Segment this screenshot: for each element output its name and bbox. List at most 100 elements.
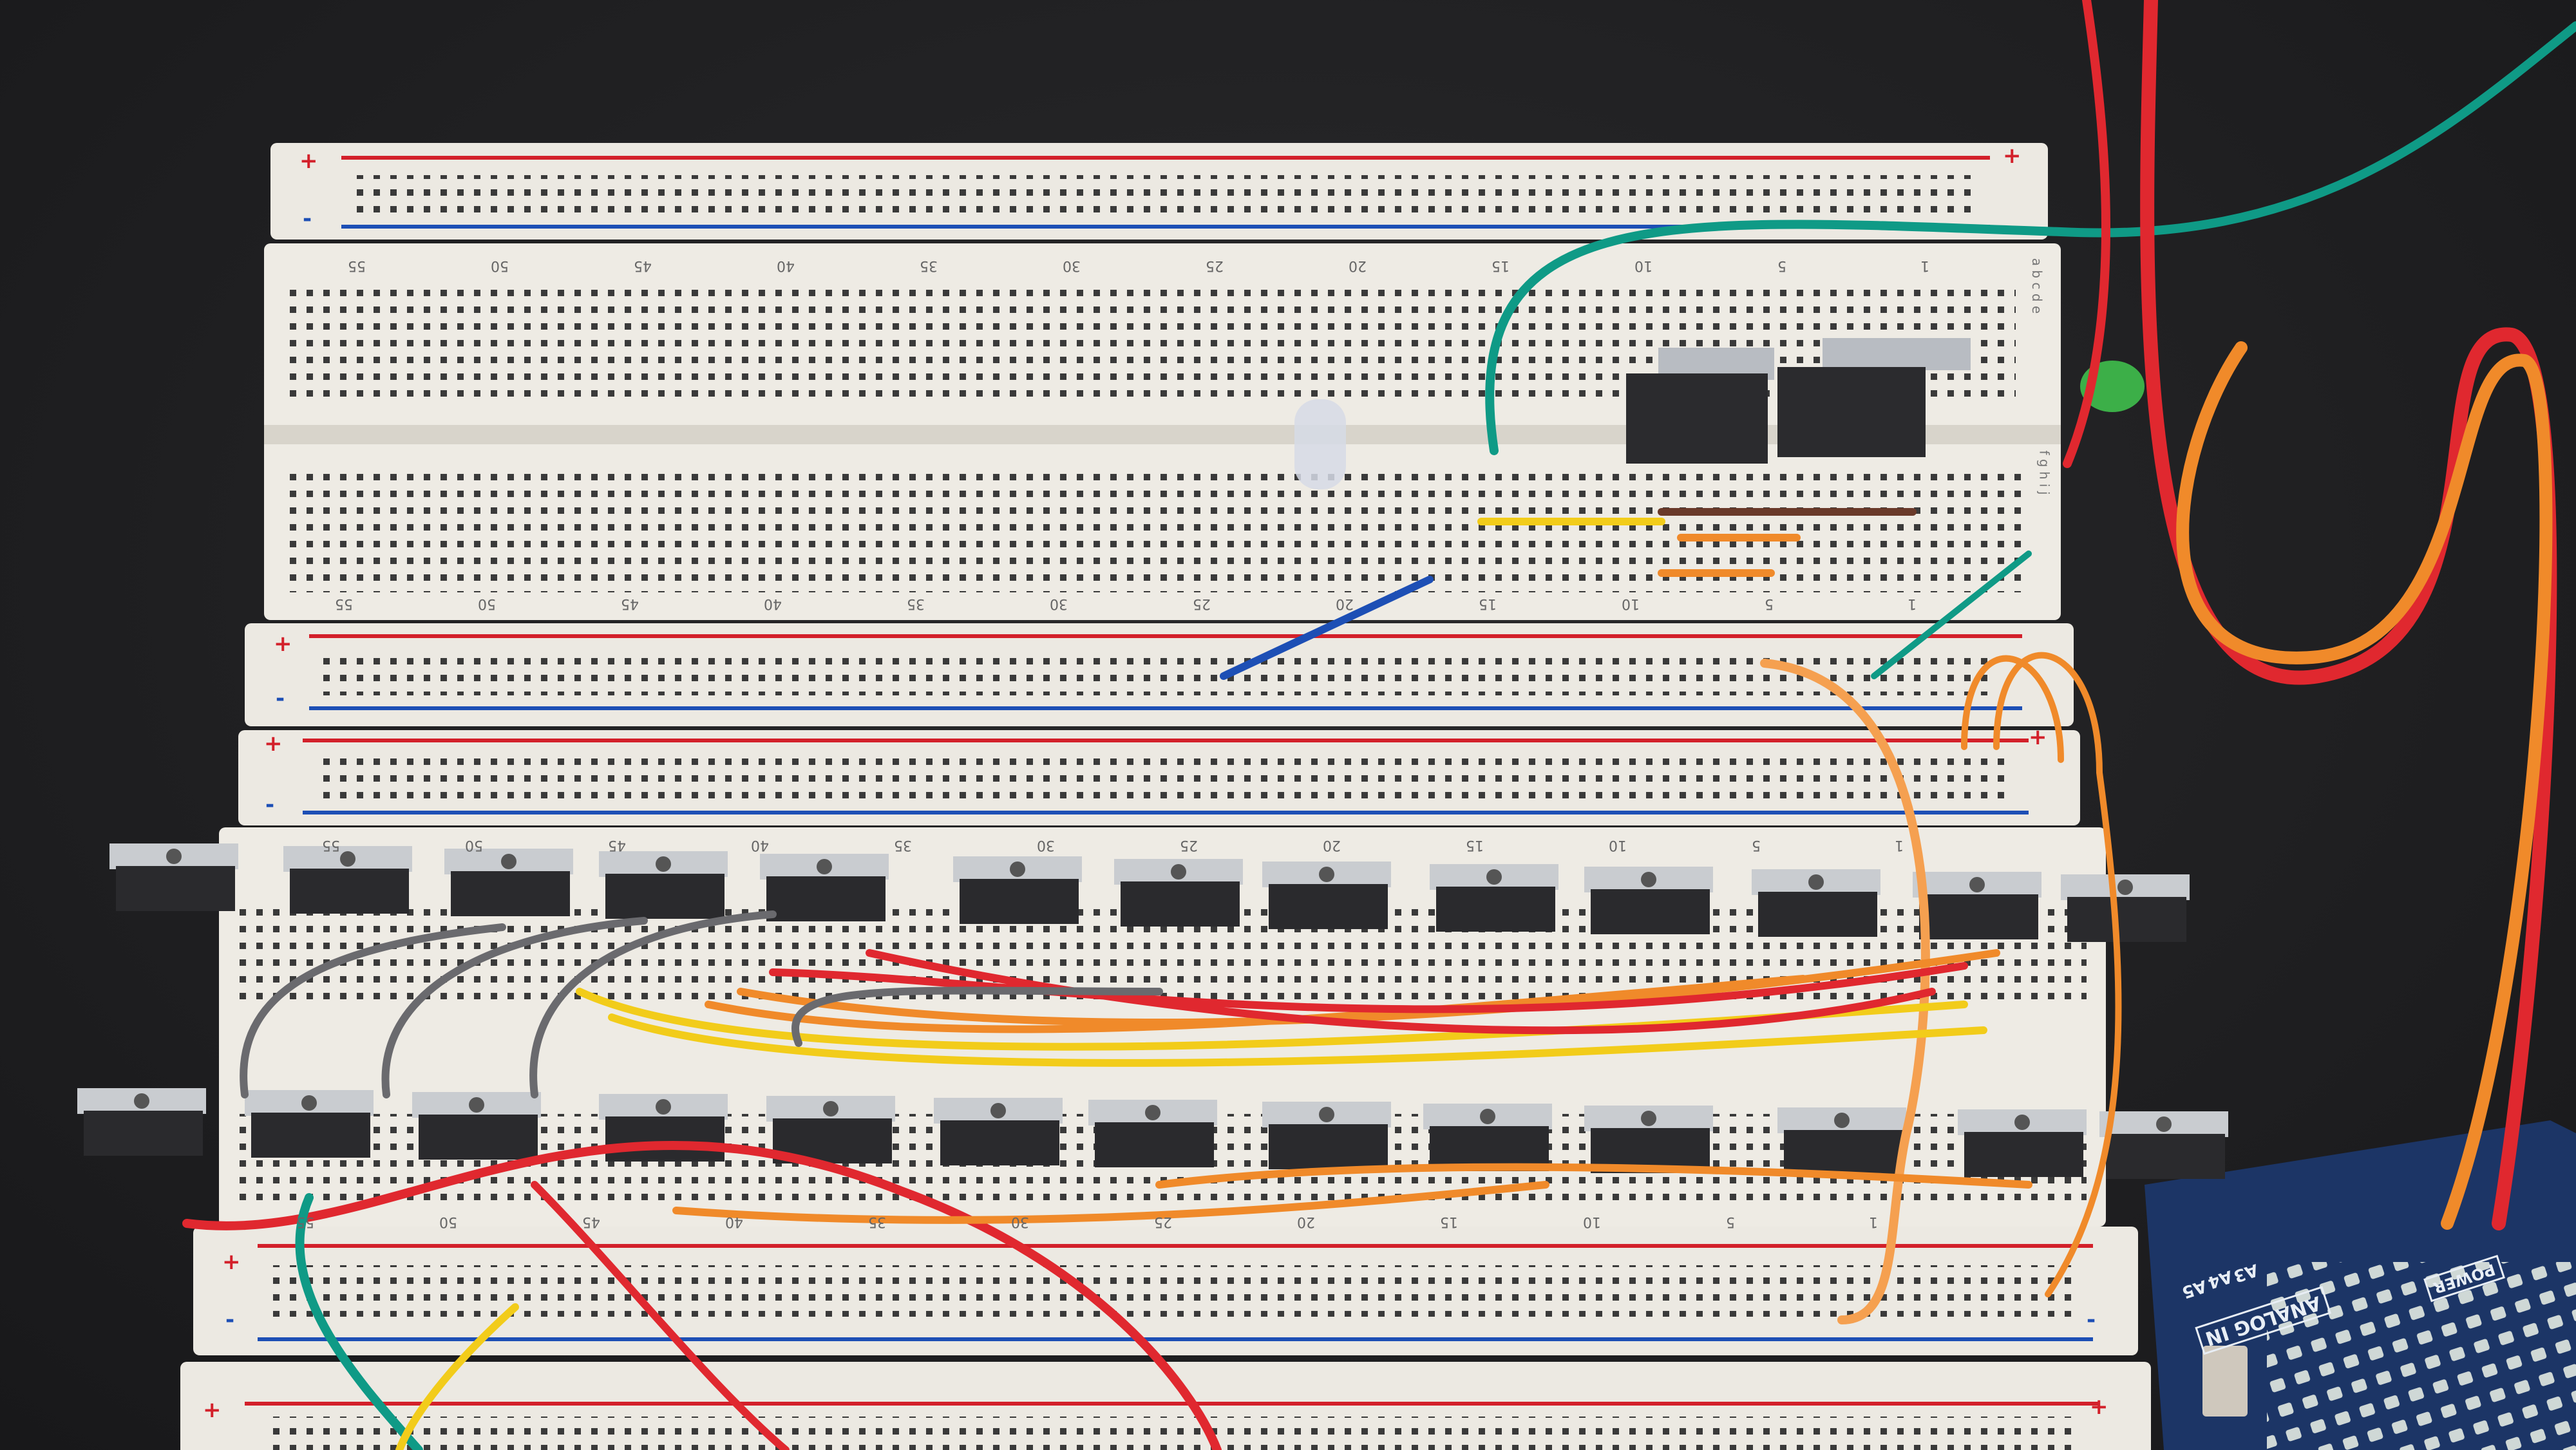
row-letter: c: [2029, 282, 2045, 290]
regulator-part: [251, 1113, 370, 1158]
column-number: 30: [1063, 258, 1081, 274]
connector: [2202, 1346, 2248, 1417]
column-number: 45: [608, 837, 626, 853]
top-power-rail: [270, 143, 2048, 240]
regulator-part: [1436, 887, 1555, 932]
column-number: 20: [1323, 837, 1341, 853]
regulator-row-1: [109, 843, 2190, 942]
column-number: 55: [322, 837, 340, 853]
column-number: 45: [582, 1214, 600, 1230]
column-number: 35: [894, 837, 912, 853]
regulator-part: [1171, 864, 1186, 880]
column-number: 50: [465, 837, 483, 853]
row-letter: h: [2036, 471, 2052, 480]
regulator-part: [134, 1093, 149, 1109]
column-number: 50: [491, 258, 509, 274]
orange-long-wire: [1760, 659, 1930, 1324]
column-number: 5: [1752, 837, 1761, 853]
column-number: 55: [296, 1214, 314, 1230]
regulator-part: [990, 1103, 1006, 1118]
column-number: 25: [1180, 837, 1198, 853]
column-number: 30: [1050, 596, 1068, 612]
red-bundle: [769, 949, 1968, 1035]
regulator-part: [1919, 894, 2038, 939]
minus-label: -: [303, 206, 312, 232]
teal-jumper-wire: [1485, 21, 2576, 455]
regulator-part: [469, 1097, 484, 1113]
plus-label: +: [264, 731, 283, 757]
minus-label: -: [225, 1307, 235, 1333]
arduino-board: [2145, 1120, 2576, 1450]
regulator-part: [1641, 1111, 1656, 1126]
regulator-part: [1808, 874, 1824, 890]
teal-wire-2: [295, 1193, 423, 1450]
red-wire-2: [531, 1181, 790, 1450]
regulator-part: [656, 856, 671, 872]
regulator-part: [817, 859, 832, 874]
minus-label: -: [265, 792, 275, 818]
row-letter: i: [2036, 484, 2052, 487]
orange-ribbon-wire: [2176, 341, 2553, 1230]
regulator-part: [2014, 1115, 2030, 1130]
row-letters-bottom: f g h i j: [2036, 451, 2054, 495]
regulator-part: [290, 869, 409, 914]
plus-label: +: [203, 1397, 222, 1423]
column-number: 55: [348, 258, 366, 274]
column-number: 10: [1622, 596, 1640, 612]
regulator-part: [1010, 862, 1025, 877]
column-number: 35: [907, 596, 925, 612]
regulator-part: [419, 1115, 538, 1160]
regulator-part: [1480, 1109, 1495, 1124]
column-number: 10: [1634, 258, 1653, 274]
plus-label: +: [2090, 1394, 2108, 1420]
voltage-regulators-upper: [1626, 338, 1971, 464]
column-number: 15: [1492, 258, 1510, 274]
regulator-part: [1834, 1113, 1850, 1128]
regulator-part: [960, 879, 1079, 924]
minus-label: -: [2087, 1307, 2096, 1333]
plus-label: +: [299, 148, 318, 174]
column-number: 1: [1895, 837, 1904, 853]
minus-label: -: [276, 686, 285, 711]
row-letter: f: [2036, 450, 2052, 455]
regulator-part: [451, 871, 570, 916]
column-number: 25: [1154, 1214, 1172, 1230]
regulator-part: [1319, 1107, 1334, 1122]
column-number: 5: [1777, 258, 1786, 274]
green-jumper: [1871, 551, 2032, 679]
row-letter: g: [2036, 458, 2052, 467]
regulator-part: [940, 1120, 1059, 1165]
column-number: 15: [1440, 1214, 1458, 1230]
column-number: 50: [478, 596, 496, 612]
blue-jumper: [1220, 576, 1434, 680]
regulator-part: [1591, 889, 1710, 934]
column-number: 55: [335, 596, 353, 612]
row-letter: d: [2029, 293, 2045, 302]
regulator-part: [1095, 1122, 1214, 1167]
orange-lower-bundle: [672, 1163, 2032, 1224]
regulator-part: [766, 876, 886, 921]
regulator-part: [1969, 877, 1985, 892]
regulator-part: [501, 854, 516, 869]
orange-rail-wires: [1961, 652, 2122, 1297]
column-number: 1: [1869, 1214, 1878, 1230]
column-number: 30: [1011, 1214, 1029, 1230]
regulator-part: [605, 1116, 724, 1162]
orange-jumper: [1658, 534, 1801, 577]
plus-label: +: [222, 1249, 241, 1275]
regulator-part: [2067, 897, 2186, 942]
red-jumper-wire: [2063, 0, 2110, 468]
column-number: 20: [1297, 1214, 1315, 1230]
column-number: 5: [1765, 596, 1774, 612]
row-letter: a: [2029, 258, 2045, 267]
bottom-power-rails: [180, 1227, 2151, 1450]
column-number: 25: [1193, 596, 1211, 612]
regulator-part: [116, 866, 235, 911]
column-number: 40: [725, 1214, 743, 1230]
regulator-part: [84, 1111, 203, 1156]
middle-power-rails: [238, 623, 2080, 825]
regulator-part: [1269, 1124, 1388, 1169]
column-number: 1: [1920, 258, 1929, 274]
regulator-part: [1784, 1130, 1903, 1175]
